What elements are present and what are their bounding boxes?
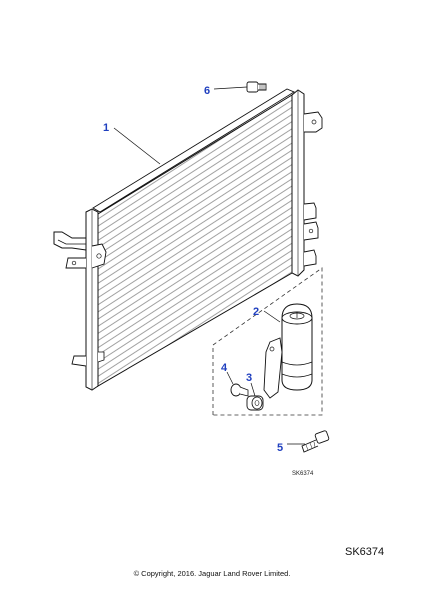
receiver-drier bbox=[263, 303, 313, 399]
callout-5: 5 bbox=[277, 442, 283, 454]
reference-code: SK6374 bbox=[345, 546, 385, 558]
callout-3: 3 bbox=[246, 372, 252, 384]
leader-6 bbox=[213, 86, 248, 90]
leader-3 bbox=[250, 382, 256, 397]
leader-2 bbox=[263, 310, 281, 323]
callout-6: 6 bbox=[204, 85, 210, 97]
copyright-notice: © Copyright, 2016. Jaguar Land Rover Lim… bbox=[133, 569, 291, 578]
leader-1 bbox=[113, 127, 161, 165]
callout-1: 1 bbox=[103, 122, 109, 134]
condenser bbox=[53, 88, 323, 391]
bolt-part-6 bbox=[246, 81, 267, 93]
bolt-part-5 bbox=[301, 430, 330, 453]
leader-4 bbox=[226, 371, 234, 385]
screw-part-4 bbox=[230, 383, 249, 397]
receiver-drier-group-outline bbox=[212, 267, 323, 416]
small-reference-code: SK6374 bbox=[292, 471, 314, 477]
callout-2: 2 bbox=[253, 306, 259, 318]
callout-4: 4 bbox=[221, 362, 228, 374]
bush-part-3 bbox=[246, 395, 264, 411]
